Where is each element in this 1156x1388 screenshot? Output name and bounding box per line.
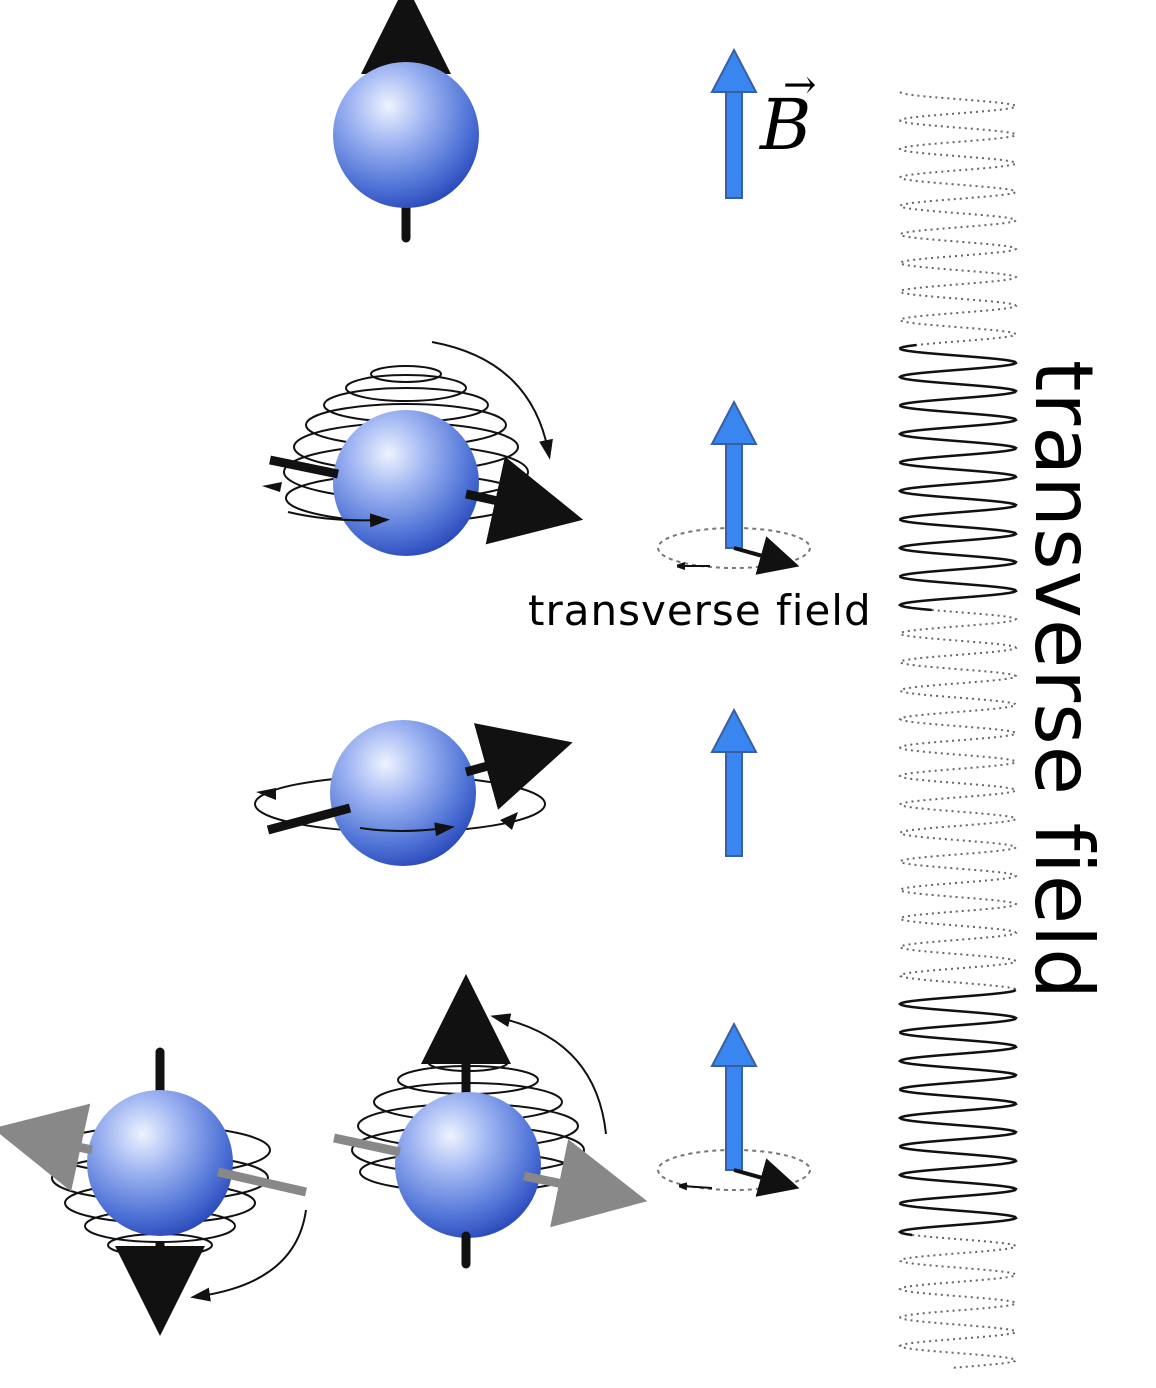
- flipping-spin-particle-down: [0, 1047, 307, 1336]
- transverse-field-vertical-label: transverse field: [1017, 360, 1110, 1001]
- precessing-spin-particle: [262, 341, 584, 556]
- waveform-segment-weak: [898, 91, 1018, 346]
- blue-sphere-icon: [330, 720, 476, 866]
- transverse-field-waveform: [897, 91, 1018, 1369]
- blue-sphere-icon: [395, 1092, 541, 1238]
- waveform-segment-weak: [898, 1234, 1018, 1369]
- magnetic-field-arrow-3: [710, 707, 758, 857]
- magnetic-field-arrow-2: [657, 399, 811, 575]
- waveform-segment-weak: [898, 609, 1018, 991]
- magnetic-field-arrow-1: [710, 47, 758, 199]
- waveform-segment-strong: [897, 343, 1018, 612]
- vector-arrow-symbol: →: [783, 62, 817, 108]
- blue-sphere-icon: [87, 1090, 233, 1236]
- magnetic-field-arrow-4: [657, 1021, 811, 1197]
- waveform-segment-strong: [897, 988, 1018, 1237]
- flipping-spin-particle-up: [333, 974, 648, 1269]
- magnetic-field-symbol: B: [760, 84, 812, 166]
- transverse-spin-particle: [254, 720, 573, 866]
- transverse-field-label: transverse field: [528, 586, 872, 635]
- blue-sphere-icon: [333, 62, 479, 208]
- spin-up-particle: [333, 0, 479, 243]
- blue-sphere-icon: [333, 410, 479, 556]
